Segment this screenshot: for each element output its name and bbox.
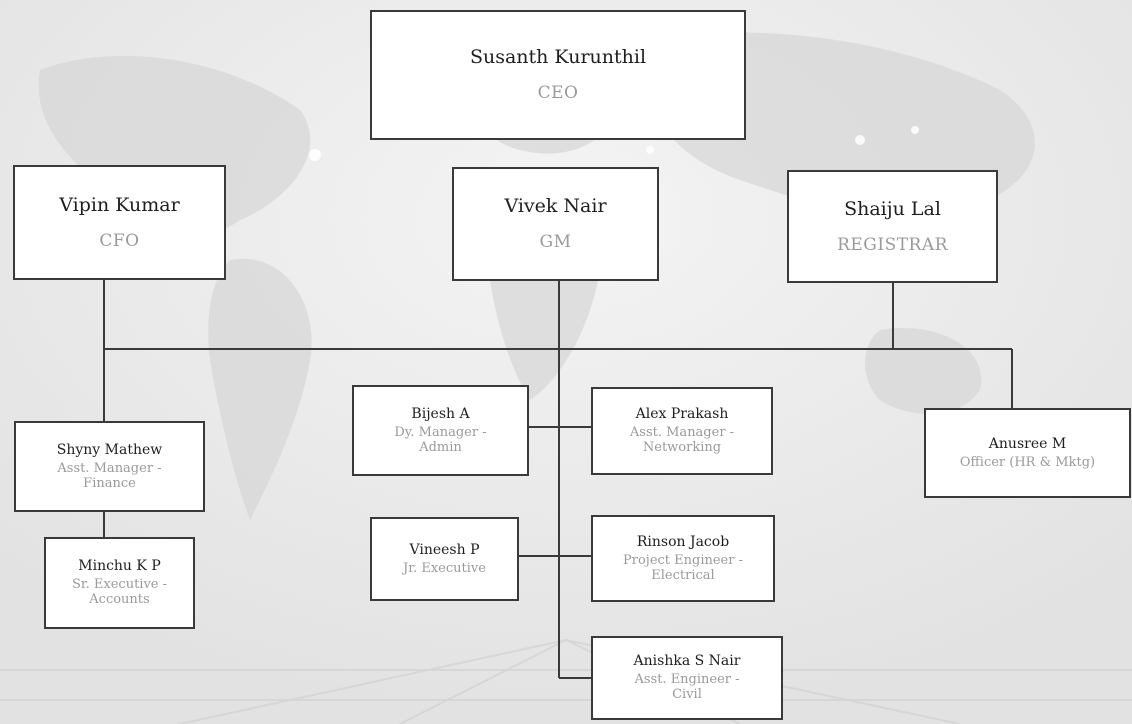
node-role: GM [539, 232, 572, 253]
node-name: Susanth Kurunthil [469, 46, 647, 69]
org-node-anusree-m: Anusree M Officer (HR & Mktg) [924, 408, 1131, 498]
node-role: Project Engineer - Electrical [623, 552, 743, 583]
node-name: Vivek Nair [504, 195, 607, 218]
node-role: CFO [99, 230, 140, 251]
node-name: Vineesh P [409, 541, 480, 558]
node-name: Minchu K P [78, 558, 161, 575]
org-node-ceo: Susanth Kurunthil CEO [370, 10, 746, 140]
node-role: Asst. Manager - Networking [629, 425, 735, 455]
org-node-anishka-s-nair: Anishka S Nair Asst. Engineer - Civil [591, 636, 783, 720]
org-node-registrar: Shaiju Lal REGISTRAR [787, 170, 998, 283]
org-node-shyny-mathew: Shyny Mathew Asst. Manager - Finance [14, 421, 205, 512]
node-name: Shyny Mathew [56, 441, 163, 458]
org-node-alex-prakash: Alex Prakash Asst. Manager - Networking [591, 387, 773, 475]
node-name: Vipin Kumar [59, 193, 180, 216]
org-node-cfo: Vipin Kumar CFO [13, 165, 226, 280]
node-role: Sr. Executive - Accounts [71, 577, 168, 607]
node-name: Alex Prakash [635, 406, 729, 423]
node-role: Jr. Executive [403, 560, 486, 576]
node-role: Asst. Engineer - Civil [634, 672, 740, 702]
node-name: Rinson Jacob [636, 533, 730, 550]
org-node-gm: Vivek Nair GM [452, 167, 659, 281]
node-name: Shaiju Lal [844, 197, 941, 220]
org-node-vineesh-p: Vineesh P Jr. Executive [370, 517, 519, 601]
node-name: Anishka S Nair [633, 653, 741, 670]
node-role: Asst. Manager - Finance [57, 460, 162, 491]
node-role: Officer (HR & Mktg) [959, 454, 1096, 470]
node-name: Bijesh A [411, 405, 470, 422]
org-node-bijesh-a: Bijesh A Dy. Manager - Admin [352, 385, 529, 476]
node-role: CEO [537, 83, 579, 104]
org-node-minchu-kp: Minchu K P Sr. Executive - Accounts [44, 537, 195, 629]
node-role: REGISTRAR [837, 234, 948, 255]
org-node-rinson-jacob: Rinson Jacob Project Engineer - Electric… [591, 515, 775, 602]
node-role: Dy. Manager - Admin [394, 424, 487, 455]
node-name: Anusree M [988, 435, 1067, 452]
